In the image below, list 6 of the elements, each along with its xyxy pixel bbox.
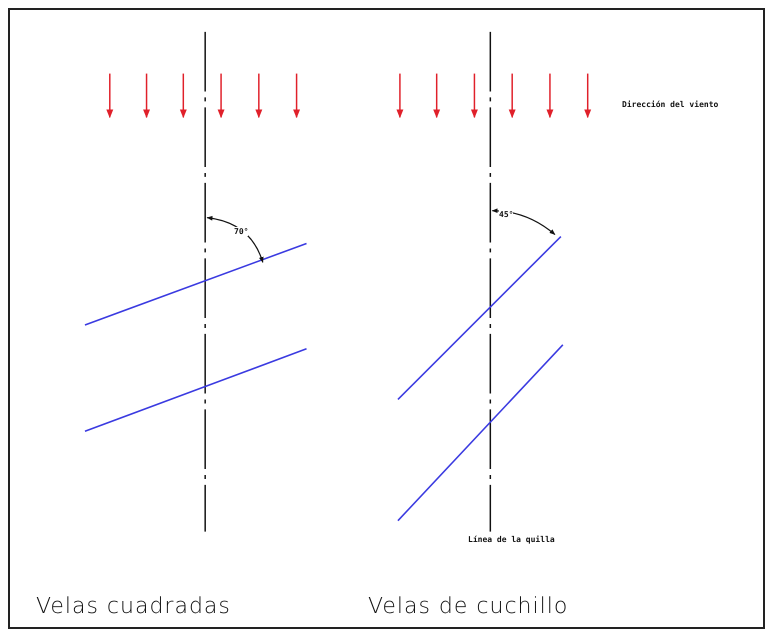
annotation-text: 45° bbox=[499, 210, 514, 219]
annotation-text: Línea de la quilla bbox=[468, 535, 555, 544]
annotation-text: Dirección del viento bbox=[622, 100, 718, 109]
caption-text: Velas cuadradas bbox=[36, 594, 231, 619]
caption-text: Velas de cuchillo bbox=[368, 594, 568, 619]
annotation-text: 70° bbox=[234, 227, 248, 236]
